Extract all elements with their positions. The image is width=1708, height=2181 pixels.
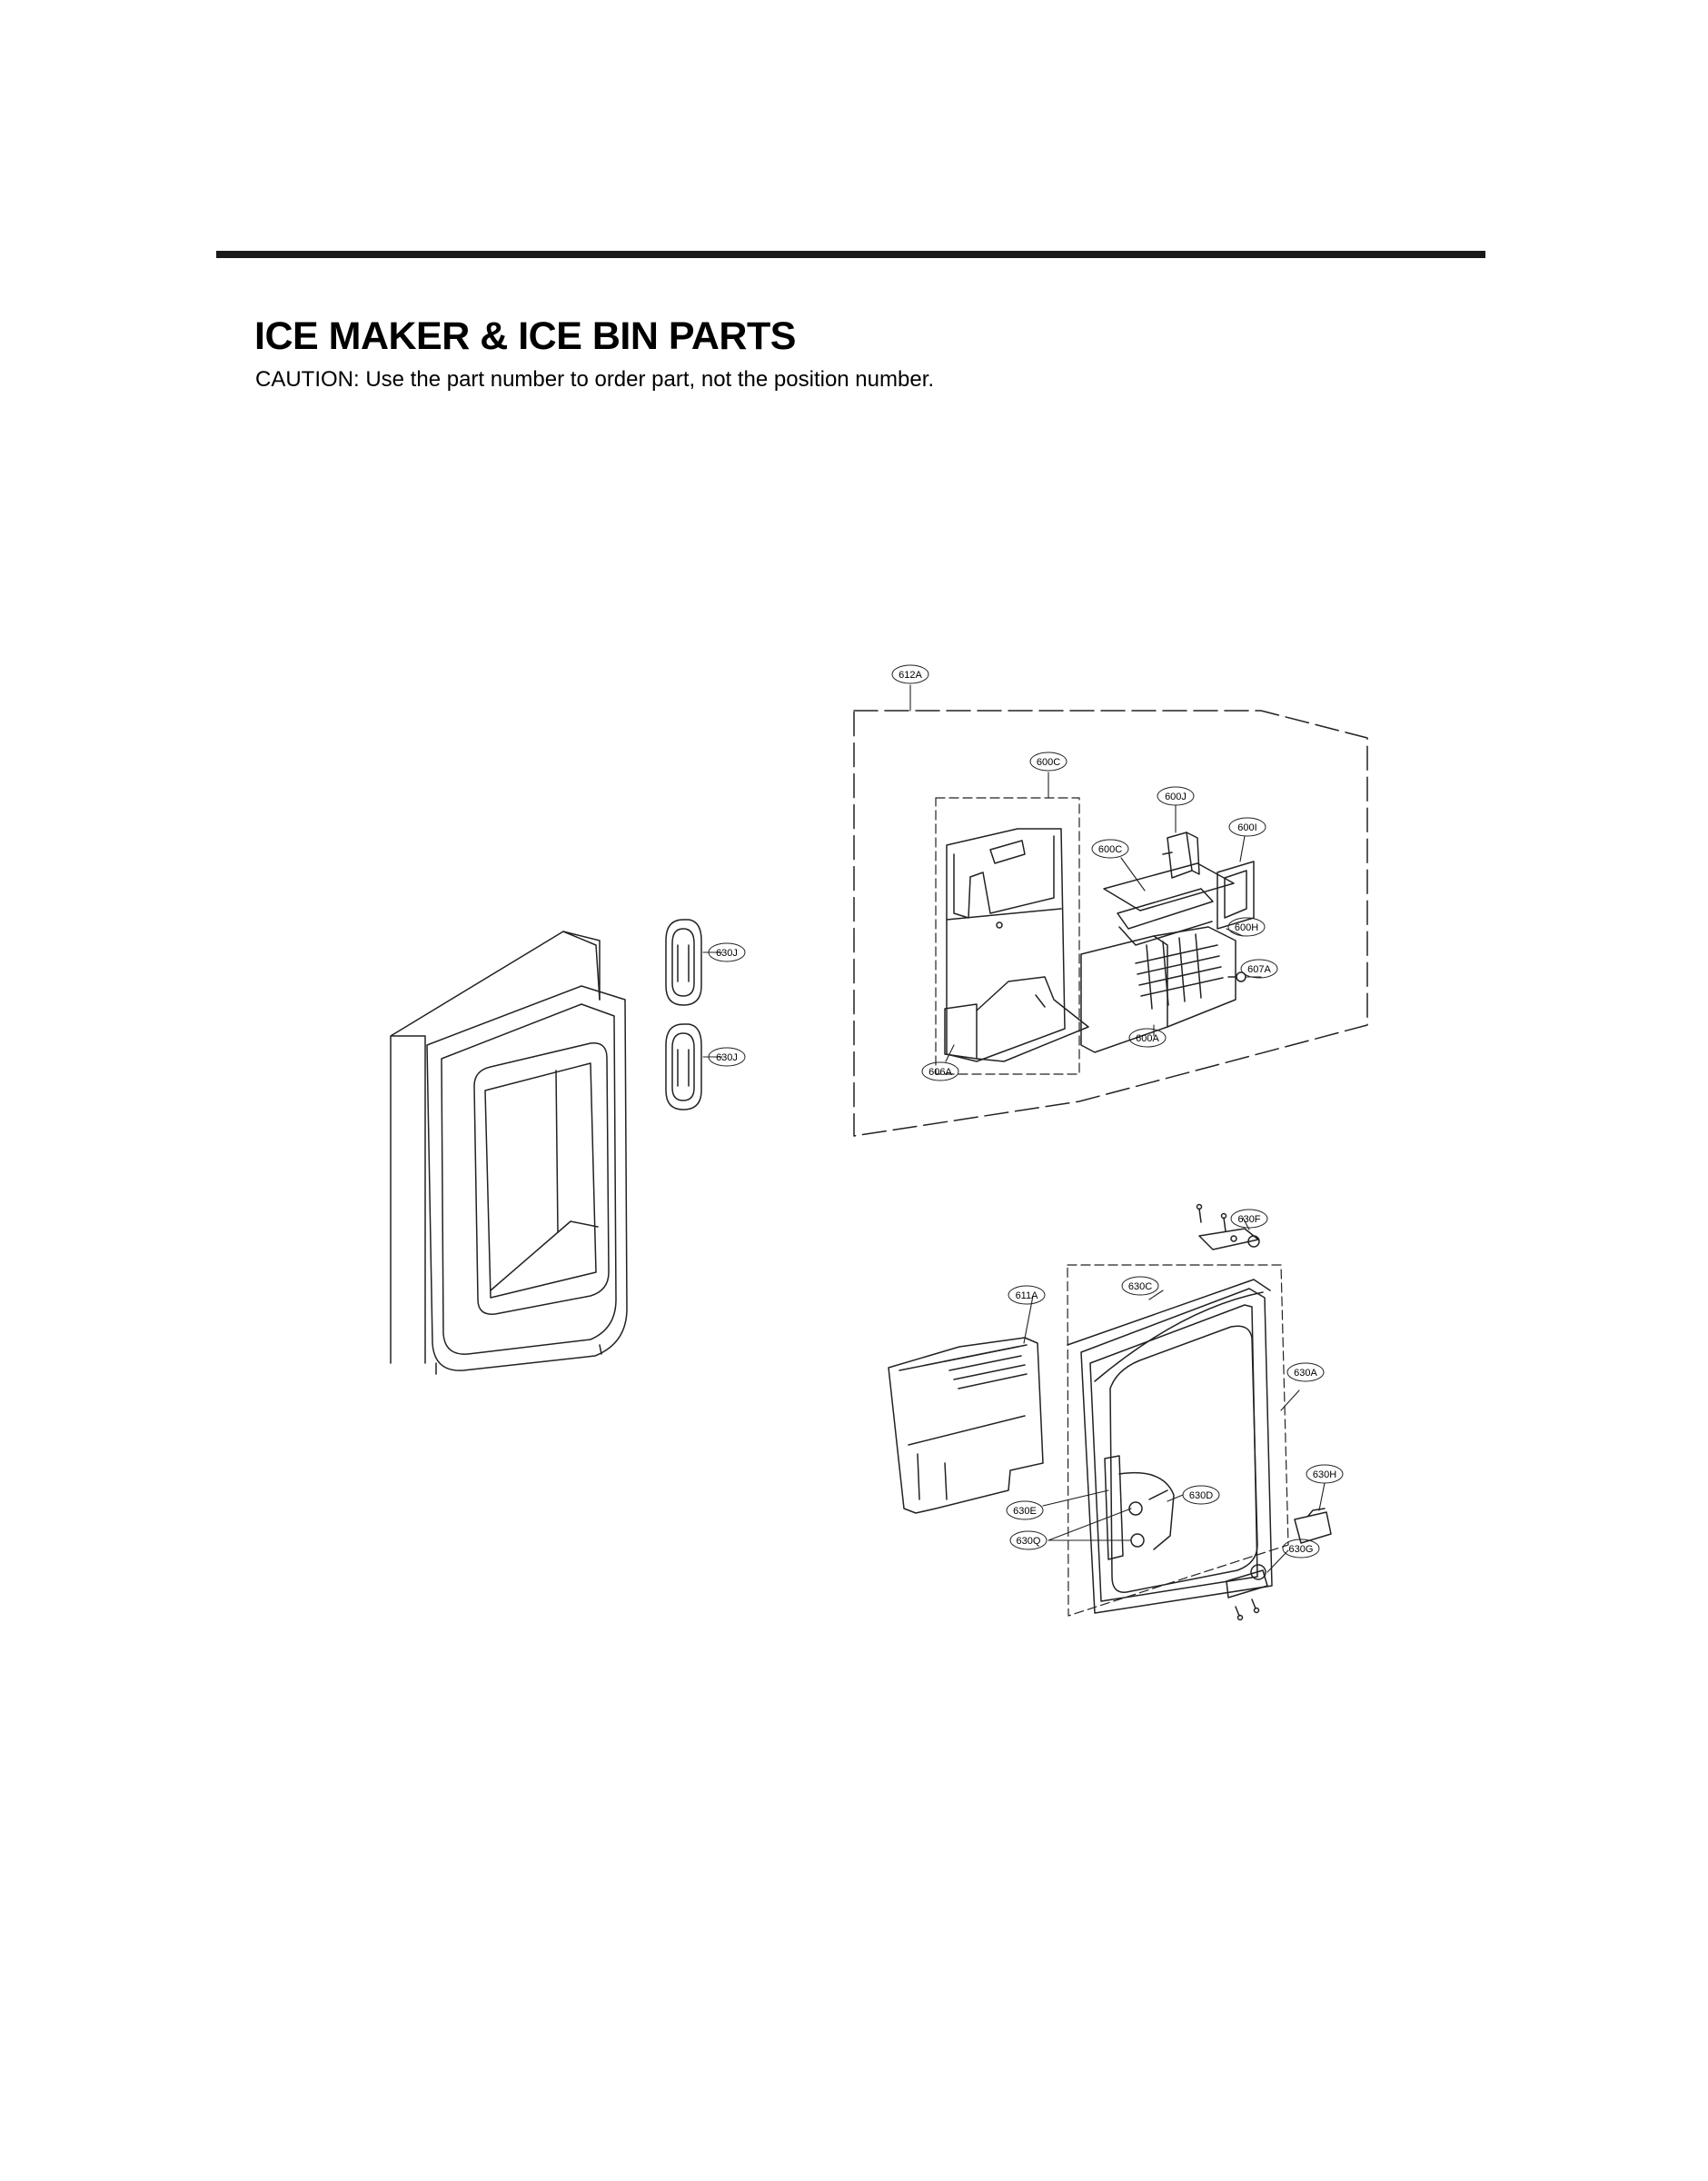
svg-text:612A: 612A <box>899 670 922 681</box>
callout-612a: 612A <box>891 664 929 684</box>
door-liner <box>390 931 628 1375</box>
bracket-606a <box>944 828 1089 1062</box>
callout-630h: 630H <box>1306 1464 1344 1484</box>
svg-text:600C: 600C <box>1037 757 1060 768</box>
callout-630c: 630C <box>1121 1276 1159 1296</box>
callout-607a: 607A <box>1240 959 1278 979</box>
svg-text:630F: 630F <box>1237 1214 1260 1225</box>
callout-630q: 630Q <box>1009 1530 1048 1550</box>
ice-maker-600a <box>1080 926 1236 1053</box>
part-630h <box>1294 1508 1332 1544</box>
callout-600i: 600I <box>1228 817 1266 837</box>
svg-text:600A: 600A <box>1136 1033 1159 1044</box>
svg-text:600C: 600C <box>1098 844 1122 855</box>
caution-note: CAUTION: Use the part number to order pa… <box>255 367 935 392</box>
svg-text:630E: 630E <box>1013 1506 1037 1517</box>
callout-630j-top: 630J <box>708 942 746 962</box>
hinge-630f <box>1196 1203 1260 1250</box>
leader-lines <box>702 684 1326 1573</box>
svg-text:630C: 630C <box>1128 1281 1152 1292</box>
svg-text:630A: 630A <box>1294 1368 1317 1379</box>
bracket-611a <box>888 1337 1044 1514</box>
svg-text:607A: 607A <box>1247 964 1271 975</box>
callout-630d: 630D <box>1182 1485 1220 1505</box>
frame-600i <box>1216 861 1255 930</box>
callout-600a: 600A <box>1128 1028 1167 1048</box>
assembly-612a-boundary <box>853 710 1368 1137</box>
callout-611a: 611A <box>1008 1285 1046 1305</box>
ice-bin-630a <box>1067 1264 1289 1617</box>
callout-630a: 630A <box>1286 1362 1325 1382</box>
callout-600c-mid: 600C <box>1091 839 1129 859</box>
callout-600j: 600J <box>1157 786 1195 806</box>
gasket-630j-bottom <box>665 1023 702 1110</box>
page-title: ICE MAKER & ICE BIN PARTS <box>254 314 796 358</box>
top-rule <box>216 251 1485 258</box>
callout-630e: 630E <box>1006 1500 1044 1520</box>
svg-text:630Q: 630Q <box>1017 1536 1041 1547</box>
svg-text:630D: 630D <box>1189 1490 1213 1501</box>
callout-630f: 630F <box>1230 1209 1268 1229</box>
callout-606a: 606A <box>921 1061 959 1081</box>
lever-630d-630e <box>1104 1455 1175 1560</box>
screw-607a <box>1227 971 1246 982</box>
svg-text:630H: 630H <box>1313 1469 1336 1480</box>
svg-text:630G: 630G <box>1289 1544 1314 1555</box>
callout-630j-bottom: 630J <box>708 1047 746 1067</box>
hinge-630g <box>1226 1564 1268 1621</box>
svg-text:611A: 611A <box>1016 1290 1039 1301</box>
callout-600h: 600H <box>1227 917 1266 937</box>
svg-text:600H: 600H <box>1235 922 1258 933</box>
callout-600c-top: 600C <box>1029 752 1068 772</box>
callout-630g: 630G <box>1282 1539 1320 1559</box>
gasket-630j-top <box>665 919 702 1006</box>
svg-text:606A: 606A <box>928 1067 952 1078</box>
svg-text:630J: 630J <box>716 1052 738 1063</box>
svg-text:600J: 600J <box>1165 792 1187 802</box>
cover-600c <box>1103 862 1235 946</box>
svg-text:630J: 630J <box>716 948 738 959</box>
clip-600j <box>1162 832 1200 879</box>
svg-text:600I: 600I <box>1237 822 1256 833</box>
